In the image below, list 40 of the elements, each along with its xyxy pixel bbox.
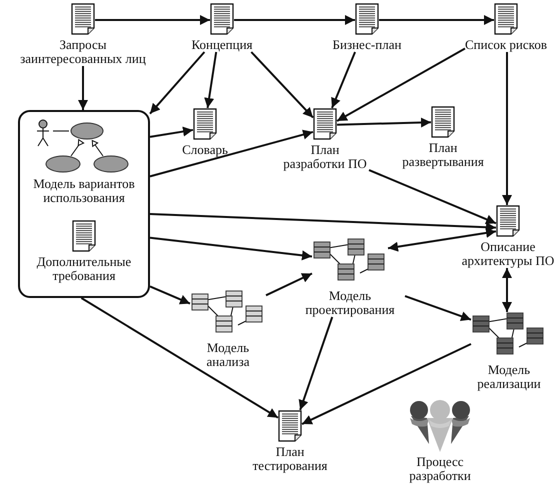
node-label: Модель анализа — [206, 341, 250, 369]
arrow — [388, 228, 496, 252]
node-label: Список рисков — [465, 38, 547, 52]
node-label: Концепция — [191, 38, 253, 52]
arrow — [150, 286, 190, 304]
arrow — [95, 15, 210, 25]
node-label: Бизнес-план — [332, 38, 402, 52]
node-label: План разработки ПО — [282, 143, 368, 171]
arrow — [404, 295, 472, 321]
arrow — [150, 236, 312, 260]
node-label: План развертывания — [401, 141, 485, 169]
arrow — [502, 268, 512, 312]
arrow — [502, 52, 512, 205]
arrow — [150, 126, 194, 138]
node-label: Запросы заинтересованных лиц — [19, 38, 147, 66]
arrow — [250, 51, 314, 118]
arrow — [368, 169, 496, 224]
arrow — [80, 297, 279, 419]
diagram-label: Процесс разработки — [408, 455, 472, 483]
node-label: Описание архитектуры ПО — [460, 240, 556, 268]
arrow — [149, 51, 206, 114]
arrow — [234, 15, 355, 25]
arrow — [379, 15, 494, 25]
node-label: Модель проектирования — [304, 289, 396, 317]
node-label: Словарь — [182, 143, 228, 157]
node-label: План тестирования — [252, 445, 328, 473]
arrow — [302, 343, 472, 425]
group-frame — [18, 110, 150, 298]
arrow — [204, 52, 218, 108]
node-label: Дополнительные требования — [36, 255, 132, 283]
arrow — [150, 212, 496, 232]
arrow — [336, 118, 432, 128]
arrow — [298, 316, 334, 410]
arrow — [266, 272, 312, 296]
arrow — [336, 48, 466, 122]
arrow — [331, 52, 356, 108]
node-label: Модель вариантов использования — [32, 177, 136, 205]
arrow — [150, 130, 314, 178]
arrow — [78, 66, 88, 110]
node-label: Модель реализации — [476, 363, 542, 391]
